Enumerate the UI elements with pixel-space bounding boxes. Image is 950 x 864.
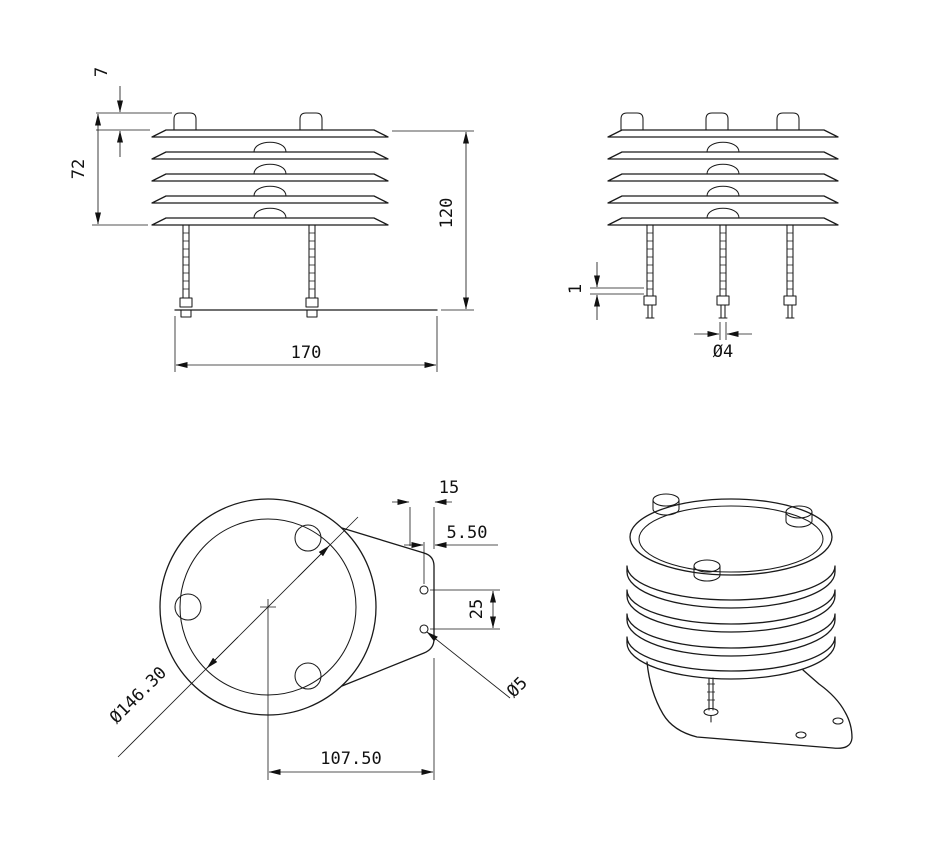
- louver-plate: [151, 173, 389, 182]
- threaded-rod: [182, 224, 190, 299]
- rod-tip: [645, 304, 655, 319]
- top-cap: [776, 112, 800, 131]
- rod-nut: [716, 295, 730, 306]
- rod-nut: [783, 295, 797, 306]
- rod-foot: [306, 309, 318, 318]
- louver-stack: [607, 112, 839, 226]
- top-cap: [705, 112, 729, 131]
- dim-plate-thickness-label: 1: [566, 284, 586, 294]
- dimension-edge-to-hole-group: 15: [392, 478, 459, 549]
- top-plate-ellipse: [629, 498, 833, 576]
- rod-tip: [785, 304, 795, 319]
- rod-threads: [720, 232, 726, 290]
- center-line: [260, 599, 276, 780]
- rod-threads: [183, 232, 189, 290]
- rod-nut: [643, 295, 657, 306]
- mounting-bracket-iso: [646, 661, 853, 749]
- louver-plate: [607, 151, 839, 160]
- dimension-louver-pitch: 7: [92, 67, 172, 157]
- louver-plate: [151, 195, 389, 204]
- threaded-rod: [646, 224, 654, 297]
- rod-threads: [309, 232, 315, 290]
- dimension-plate-thickness: 1: [566, 262, 644, 320]
- top-cap: [173, 112, 197, 131]
- dim-louver-pitch-label: 7: [92, 67, 112, 77]
- cap-hole: [174, 593, 202, 621]
- dim-base-width-label: 170: [291, 343, 322, 363]
- dim-edge-to-hole-group-label: 15: [439, 478, 459, 498]
- rod-threads: [647, 232, 653, 290]
- top-cap: [693, 559, 721, 582]
- mounting-rods: [174, 224, 438, 318]
- mounting-rods: [643, 224, 797, 319]
- rod-nut: [305, 297, 319, 308]
- louver-plate: [607, 217, 839, 226]
- rod-nut: [703, 707, 719, 717]
- top-cap: [620, 112, 644, 131]
- dimension-mount-hole-diameter: Ø5: [426, 631, 532, 702]
- threaded-rod: [786, 224, 794, 297]
- dim-hole-spacing-label: 25: [467, 599, 487, 619]
- top-cap: [299, 112, 323, 131]
- dimension-hole-edge-offset: 5.50: [404, 523, 498, 584]
- louver-plate: [151, 151, 389, 160]
- dim-center-to-bracket-edge-label: 107.50: [320, 749, 381, 769]
- center-hub: [253, 141, 287, 219]
- dim-hole-edge-offset-label: 5.50: [447, 523, 488, 543]
- cap-hole: [294, 524, 322, 552]
- dim-shield-diameter-label: Ø146.30: [106, 663, 171, 728]
- bracket-hole: [795, 731, 807, 739]
- louver-bands: [626, 565, 836, 680]
- front-view: 7 72 120 170: [69, 67, 474, 372]
- threaded-rod: [719, 224, 727, 297]
- rod-threads: [787, 232, 793, 290]
- dimension-rod-diameter: Ø4: [694, 322, 752, 362]
- louver-stack: [151, 112, 389, 226]
- dim-overall-height-label: 120: [437, 198, 457, 229]
- bracket-hole: [832, 717, 844, 725]
- center-hub: [706, 141, 740, 219]
- isometric-view: [626, 493, 853, 749]
- rod-nut: [179, 297, 193, 308]
- louver-plate: [607, 129, 839, 138]
- mounting-rod: [703, 677, 719, 723]
- dim-stack-height-label: 72: [69, 159, 89, 179]
- rod-tip: [718, 304, 728, 319]
- dimension-stack-height: 72: [69, 113, 148, 226]
- bracket-hole: [419, 585, 429, 595]
- mounting-bracket-outline: [341, 527, 435, 687]
- dim-rod-diameter-label: Ø4: [713, 342, 733, 362]
- dim-mount-hole-diameter-label: Ø5: [503, 673, 532, 702]
- dimension-overall-height: 120: [392, 130, 474, 311]
- dimension-base-width: 170: [174, 316, 438, 372]
- rod-foot: [180, 309, 192, 318]
- threaded-rod: [308, 224, 316, 299]
- dimension-center-to-bracket-edge: 107.50: [268, 658, 435, 780]
- top-view: Ø146.30 15 5.50 25 Ø5 107.50: [106, 478, 532, 780]
- side-view: 1 Ø4: [566, 112, 839, 362]
- louver-plate: [607, 173, 839, 182]
- bracket-hole: [419, 624, 429, 634]
- top-cap: [785, 505, 813, 528]
- top-plate-rim: [638, 505, 824, 573]
- top-cap: [652, 493, 680, 516]
- cap-hole: [294, 662, 322, 690]
- louver-plate: [151, 217, 389, 226]
- dimension-hole-spacing: 25: [430, 589, 500, 630]
- louver-plate: [151, 129, 389, 138]
- louver-plate: [607, 195, 839, 204]
